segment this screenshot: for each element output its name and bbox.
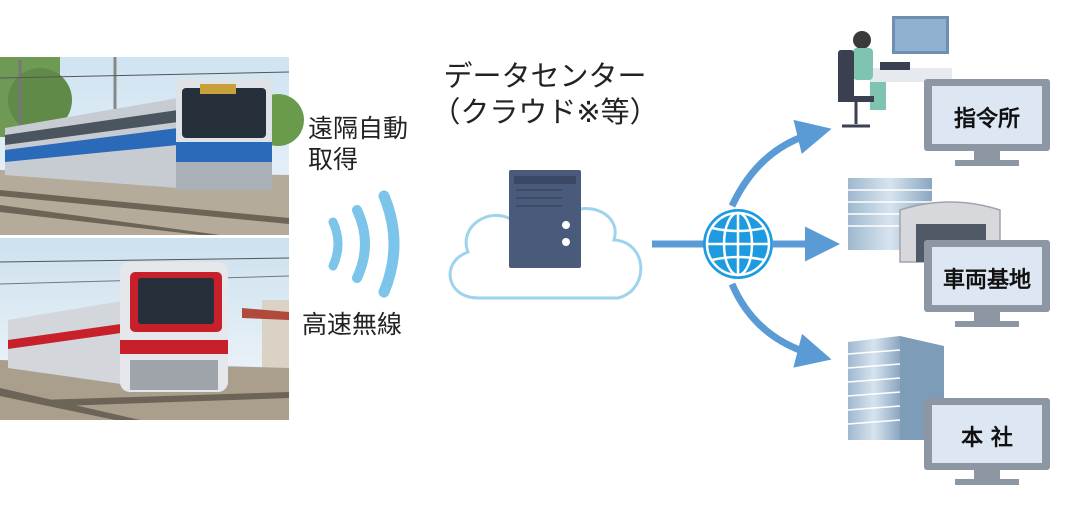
auto-acquire-label-line1: 遠隔自動 [308, 114, 409, 143]
datacenter-title-line2: （クラウド※等） [431, 95, 659, 129]
server-icon [509, 170, 581, 268]
train-photo-red [0, 238, 290, 420]
wireless-wave-icon [328, 190, 400, 298]
monitor-icon [924, 79, 1050, 166]
arrow-to-headquarters [728, 282, 832, 368]
operator-icon [838, 16, 952, 128]
auto-acquire-label-line2: 取得 [308, 145, 359, 174]
datacenter-title-line1: データセンター [443, 59, 647, 93]
arrow-to-dispatch [728, 119, 832, 208]
high-speed-wireless-label: 高速無線 [302, 310, 403, 339]
dispatch-center-label: 指令所 [953, 107, 1020, 132]
monitor-icon [924, 240, 1050, 327]
headquarters-label: 本 社 [961, 426, 1013, 451]
monitor-icon [924, 398, 1050, 485]
rolling-stock-depot-label: 車両基地 [942, 268, 1031, 293]
globe-icon [703, 209, 773, 279]
train-photo-blue [0, 57, 304, 235]
